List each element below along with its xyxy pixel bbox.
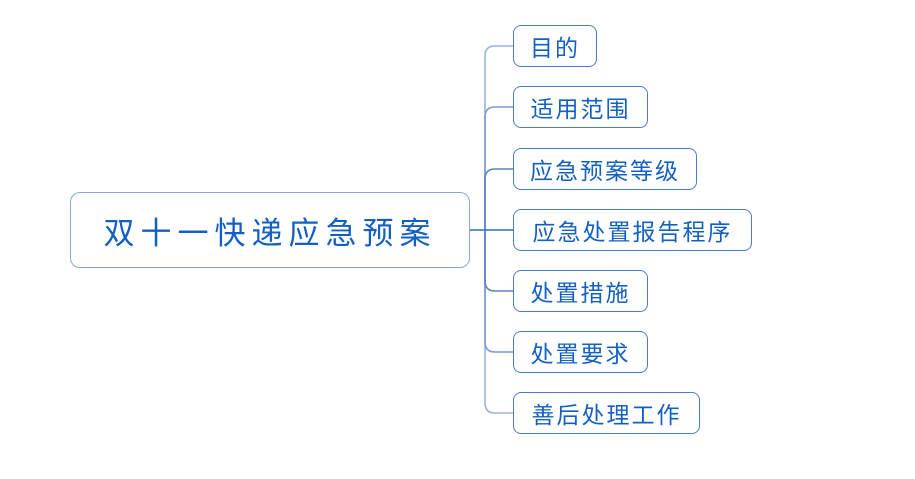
child-topic-report-procedure[interactable]: 应急处置报告程序 [513, 209, 752, 251]
child-topic-handling-requirements[interactable]: 处置要求 [513, 331, 648, 373]
connector-branch-2 [484, 106, 513, 230]
child-topic-plan-level[interactable]: 应急预案等级 [513, 148, 697, 190]
connector-branch-6 [484, 230, 513, 353]
child-topic-label: 处置要求 [530, 342, 631, 367]
child-topic-label: 应急预案等级 [530, 159, 680, 184]
child-topic-label: 应急处置报告程序 [532, 220, 733, 245]
child-topic-purpose[interactable]: 目的 [513, 25, 597, 67]
child-topic-scope[interactable]: 适用范围 [513, 86, 648, 128]
child-topic-label: 处置措施 [530, 281, 631, 306]
root-topic-label: 双十一快递应急预案 [103, 215, 437, 251]
connector-branch-7 [484, 230, 513, 414]
child-topic-label: 善后处理工作 [531, 403, 682, 428]
connector-branch-5 [484, 230, 513, 292]
child-topic-label: 适用范围 [530, 97, 631, 122]
connector-branch-3 [484, 168, 513, 230]
connector-branch-1 [484, 45, 513, 230]
root-topic-node[interactable]: 双十一快递应急预案 [70, 192, 470, 268]
child-topic-handling-measures[interactable]: 处置措施 [513, 270, 648, 312]
child-topic-label: 目的 [530, 36, 580, 61]
child-topic-aftermath-work[interactable]: 善后处理工作 [513, 392, 700, 434]
